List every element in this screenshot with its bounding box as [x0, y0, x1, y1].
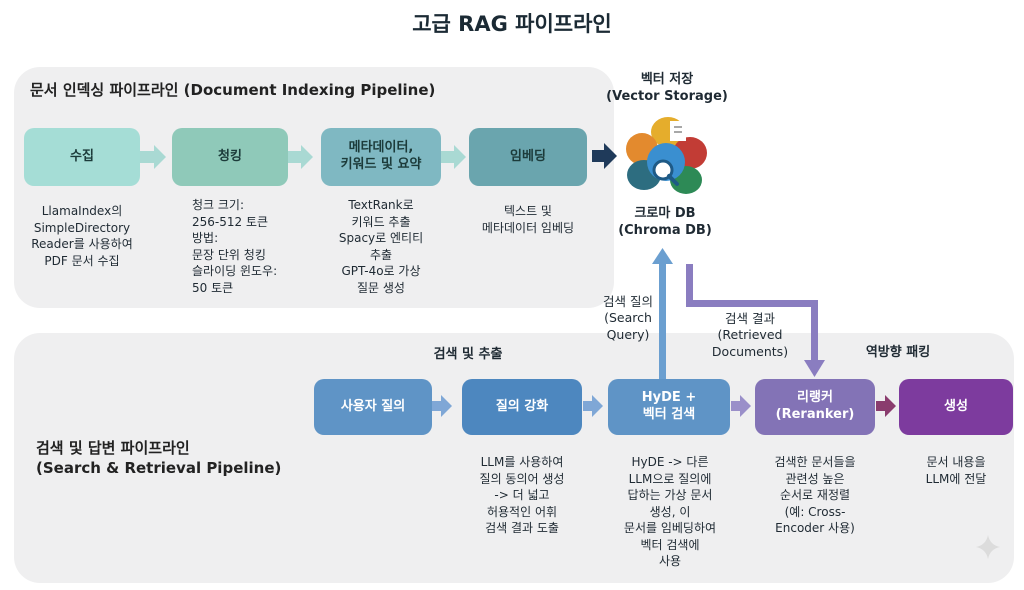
arrow-rerank-to-generate [876, 395, 896, 417]
result-arrow-h [686, 300, 818, 307]
result-arrow-v2 [811, 300, 818, 362]
step-meta-desc: TextRank로 키워드 추출 Spacy로 엔티티 추출 GPT-4o로 가… [338, 198, 424, 295]
arrow-collect-to-chunk [140, 145, 166, 169]
retrieval-panel [14, 333, 1014, 583]
step-user-query-label: 사용자 질의 [340, 398, 406, 414]
vector-storage-title: 벡터 저장 (Vector Storage) [606, 72, 728, 104]
step-reranker-desc: 검색한 문서들을 관련성 높은 순서로 재정렬 (예: Cross- Encod… [774, 455, 856, 536]
arrow-chunk-to-meta [287, 145, 313, 169]
result-arrow-v1 [686, 264, 693, 307]
step-chunk-box: 청킹 [172, 128, 288, 186]
indexing-title: 문서 인덱싱 파이프라인 (Document Indexing Pipeline… [30, 81, 436, 99]
step-query-enhance-label: 질의 강화 [495, 398, 549, 414]
step-query-enhance-desc: LLM를 사용하여 질의 동의어 생성 -> 더 넓고 허용적인 어휘 검색 결… [479, 455, 565, 536]
step-hyde-label: HyDE + 벡터 검색 [641, 390, 697, 422]
step-reranker-box: 리랭커 (Reranker) [755, 379, 875, 435]
section-search-label: 검색 및 추출 [433, 347, 503, 362]
result-arrow-head [804, 360, 825, 377]
step-embed-label: 임베딩 [510, 148, 546, 164]
step-meta-label: 메타데이터, 키워드 및 요약 [340, 140, 422, 172]
page-title: 고급 RAG 파이프라인 [412, 12, 612, 36]
step-hyde-box: HyDE + 벡터 검색 [608, 379, 730, 435]
step-generate-label: 생성 [944, 398, 968, 414]
search-query-label: 검색 질의 (Search Query) [603, 294, 653, 342]
step-user-query-box: 사용자 질의 [314, 379, 432, 435]
arrow-embed-to-store [592, 143, 617, 169]
step-query-enhance-box: 질의 강화 [462, 379, 582, 435]
retrieval-title: 검색 및 답변 파이프라인 (Search & Retrieval Pipeli… [36, 439, 282, 478]
query-arrow-shaft [659, 262, 666, 380]
step-generate-box: 생성 [899, 379, 1013, 435]
chroma-db-label: 크로마 DB (Chroma DB) [618, 206, 712, 238]
step-embed-box: 임베딩 [469, 128, 587, 186]
step-generate-desc: 문서 내용을 LLM에 전달 [925, 455, 987, 486]
arrow-user-to-enhance [432, 395, 452, 417]
chroma-db-icon [626, 117, 707, 194]
step-chunk-desc: 청크 크기: 256-512 토큰 방법: 문장 단위 청킹 슬라이딩 윈도우:… [192, 198, 278, 295]
arrow-meta-to-embed [440, 145, 466, 169]
retrieved-docs-label: 검색 결과 (Retrieved Documents) [711, 311, 789, 359]
query-arrow-head [652, 248, 673, 264]
step-collect-label: 수집 [70, 148, 94, 164]
step-collect-box: 수집 [24, 128, 140, 186]
arrow-enhance-to-hyde [583, 395, 603, 417]
step-collect-desc: LlamaIndex의 SimpleDirectory Reader를 사용하여… [31, 204, 133, 268]
step-embed-desc: 텍스트 및 메타데이터 임베딩 [481, 204, 575, 235]
section-packing-label: 역방향 패킹 [865, 345, 931, 360]
step-chunk-label: 청킹 [218, 148, 242, 164]
indexing-panel [14, 67, 614, 308]
step-hyde-desc: HyDE -> 다른 LLM으로 질의에 답하는 가상 문서 생성, 이 문서를… [623, 455, 717, 569]
step-reranker-label: 리랭커 (Reranker) [775, 390, 855, 422]
sparkle-icon [976, 535, 1000, 559]
arrow-hyde-to-rerank [731, 395, 751, 417]
step-meta-box: 메타데이터, 키워드 및 요약 [321, 128, 441, 186]
